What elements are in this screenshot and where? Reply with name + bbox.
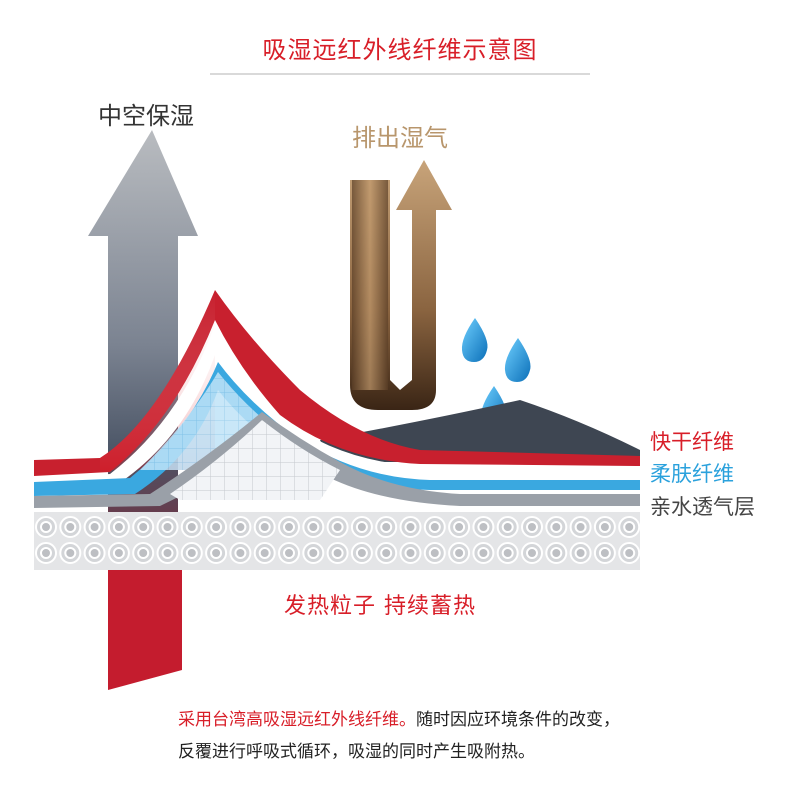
particle-core	[185, 521, 198, 533]
particle-core	[161, 521, 174, 533]
particle-core	[40, 521, 52, 533]
quick-dry-layer	[34, 290, 640, 476]
particle-core	[307, 521, 320, 533]
particle-core	[64, 547, 77, 559]
particle-core	[477, 547, 490, 559]
label-exhaust: 排出湿气	[352, 124, 448, 152]
particle-core	[623, 521, 636, 533]
particle-core	[234, 521, 247, 533]
particle-core	[623, 547, 636, 559]
particle-core	[258, 521, 271, 533]
water-drop-icon	[461, 318, 488, 362]
white-band	[34, 325, 640, 488]
label-hydrophilic: 亲水透气层	[650, 495, 755, 519]
particle-core	[428, 521, 441, 533]
particle-core	[526, 547, 538, 559]
particle-core	[477, 521, 490, 533]
hydrophilic-grid	[170, 420, 340, 500]
particle-core	[137, 521, 150, 533]
particle-core	[112, 521, 125, 533]
particle-core	[574, 547, 587, 559]
description-line-1-rest: 随时因应环境条件的改变，	[416, 710, 620, 730]
particle-core	[185, 547, 198, 559]
particle-core	[234, 547, 247, 559]
label-heat-particles: 发热粒子 持续蓄热	[284, 594, 476, 619]
particle-core	[550, 521, 563, 533]
label-hollow: 中空保湿	[98, 102, 194, 130]
particle-core	[331, 521, 344, 533]
particle-core	[210, 521, 223, 533]
exhaust-arrow-stem	[352, 180, 388, 390]
particle-core	[210, 547, 223, 559]
label-soft: 柔肤纤维	[650, 462, 734, 486]
particle-core	[64, 521, 77, 533]
particle-core	[404, 547, 417, 559]
particle-core	[428, 547, 441, 559]
particle-core	[574, 521, 587, 533]
particle-core	[331, 547, 344, 559]
heat-bar	[108, 560, 182, 690]
page-title: 吸湿远红外线纤维示意图	[262, 36, 538, 64]
particle-core	[453, 547, 466, 559]
particle-core	[550, 547, 563, 559]
particle-core	[40, 547, 52, 559]
description-highlight: 采用台湾高吸湿远红外线纤维。	[178, 710, 416, 730]
particle-core	[161, 547, 174, 559]
particle-core	[501, 547, 514, 559]
particle-core	[258, 547, 271, 559]
particle-core	[453, 521, 466, 533]
particle-core	[501, 521, 514, 533]
particle-core	[112, 547, 125, 559]
particle-core	[380, 547, 393, 559]
particle-core	[137, 547, 150, 559]
particle-core	[307, 547, 320, 559]
particle-core	[380, 521, 393, 533]
particle-core	[355, 521, 368, 533]
particle-core	[404, 521, 417, 533]
label-quick-dry: 快干纤维	[650, 430, 734, 454]
description-line-1: 采用台湾高吸湿远红外线纤维。随时因应环境条件的改变，	[178, 705, 620, 730]
particle-core	[283, 521, 295, 533]
particle-core	[88, 547, 101, 559]
water-drop-icon	[504, 338, 531, 382]
particle-core	[526, 521, 538, 533]
particle-core	[598, 521, 611, 533]
particle-core	[88, 521, 101, 533]
description-line-2: 反覆进行呼吸式循环，吸湿的同时产生吸附热。	[178, 742, 535, 762]
particle-core	[283, 547, 295, 559]
heat-particles	[35, 516, 641, 564]
particle-core	[598, 547, 611, 559]
particle-core	[355, 547, 368, 559]
